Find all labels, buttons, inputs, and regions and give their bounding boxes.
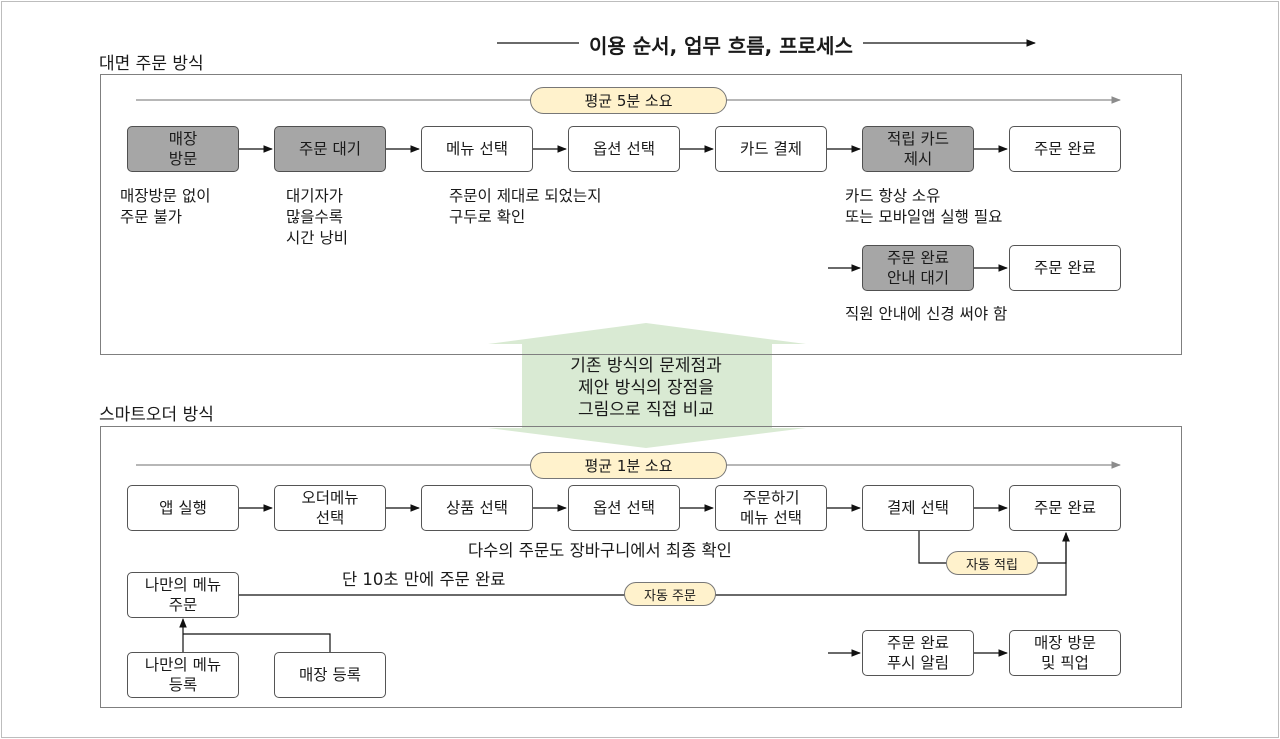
smart-time-badge: 평균 1분 소요 [530, 452, 727, 479]
step-product-select: 상품 선택 [421, 485, 533, 531]
step-store-pickup: 매장 방문 및 픽업 [1009, 630, 1121, 676]
note-cart-check: 다수의 주문도 장바구니에서 최종 확인 [468, 541, 732, 560]
step-option-select-smart: 옵션 선택 [568, 485, 680, 531]
step-menu-select: 메뉴 선택 [421, 126, 533, 172]
step-store-visit: 매장 방문 [127, 126, 239, 172]
step-order-menu: 오더메뉴 선택 [274, 485, 386, 531]
step-app-launch: 앱 실행 [127, 485, 239, 531]
note-staff-attention: 직원 안내에 신경 써야 함 [845, 305, 1008, 323]
face-flow-arrows [239, 145, 1008, 272]
smart-flow-arrows [179, 504, 1070, 657]
note-verbal-check: 주문이 제대로 되었는지 구두로 확인 [449, 187, 602, 226]
step-order-wait: 주문 대기 [274, 126, 386, 172]
step-my-menu-register: 나만의 메뉴 등록 [127, 652, 239, 698]
step-push-notification: 주문 완료 푸시 알림 [862, 630, 974, 676]
step-option-select: 옵션 선택 [568, 126, 680, 172]
step-order-complete-2: 주문 완료 [1009, 245, 1121, 291]
auto-points-badge: 자동 적립 [946, 551, 1038, 575]
note-visit-required: 매장방문 없이 주문 불가 [120, 187, 211, 226]
smart-section-title: 스마트오더 방식 [99, 405, 214, 425]
comparison-callout: 기존 방식의 문제점과 제안 방식의 장점을 그림으로 직접 비교 [570, 356, 722, 420]
face-panel [100, 74, 1182, 355]
face-section-title: 대면 주문 방식 [99, 54, 204, 74]
step-my-menu-order: 나만의 메뉴 주문 [127, 572, 239, 618]
smart-panel [100, 426, 1182, 708]
note-card-needed: 카드 항상 소유 또는 모바일앱 실행 필요 [845, 187, 1003, 226]
note-wait-time: 대기자가 많을수록 시간 낭비 [286, 187, 348, 247]
step-points-card: 적립 카드 제시 [862, 126, 974, 172]
step-card-payment: 카드 결제 [715, 126, 827, 172]
step-completion-wait: 주문 완료 안내 대기 [862, 245, 974, 291]
step-order-complete-smart: 주문 완료 [1009, 485, 1121, 531]
step-store-register: 매장 등록 [274, 652, 386, 698]
step-payment-select: 결제 선택 [862, 485, 974, 531]
process-heading: 이용 순서, 업무 흐름, 프로세스 [579, 30, 863, 59]
face-time-badge: 평균 5분 소요 [530, 87, 727, 114]
step-order-menu-select: 주문하기 메뉴 선택 [715, 485, 827, 531]
auto-order-badge: 자동 주문 [624, 582, 716, 606]
step-order-complete: 주문 완료 [1009, 126, 1121, 172]
note-ten-seconds: 단 10초 만에 주문 완료 [342, 570, 506, 589]
